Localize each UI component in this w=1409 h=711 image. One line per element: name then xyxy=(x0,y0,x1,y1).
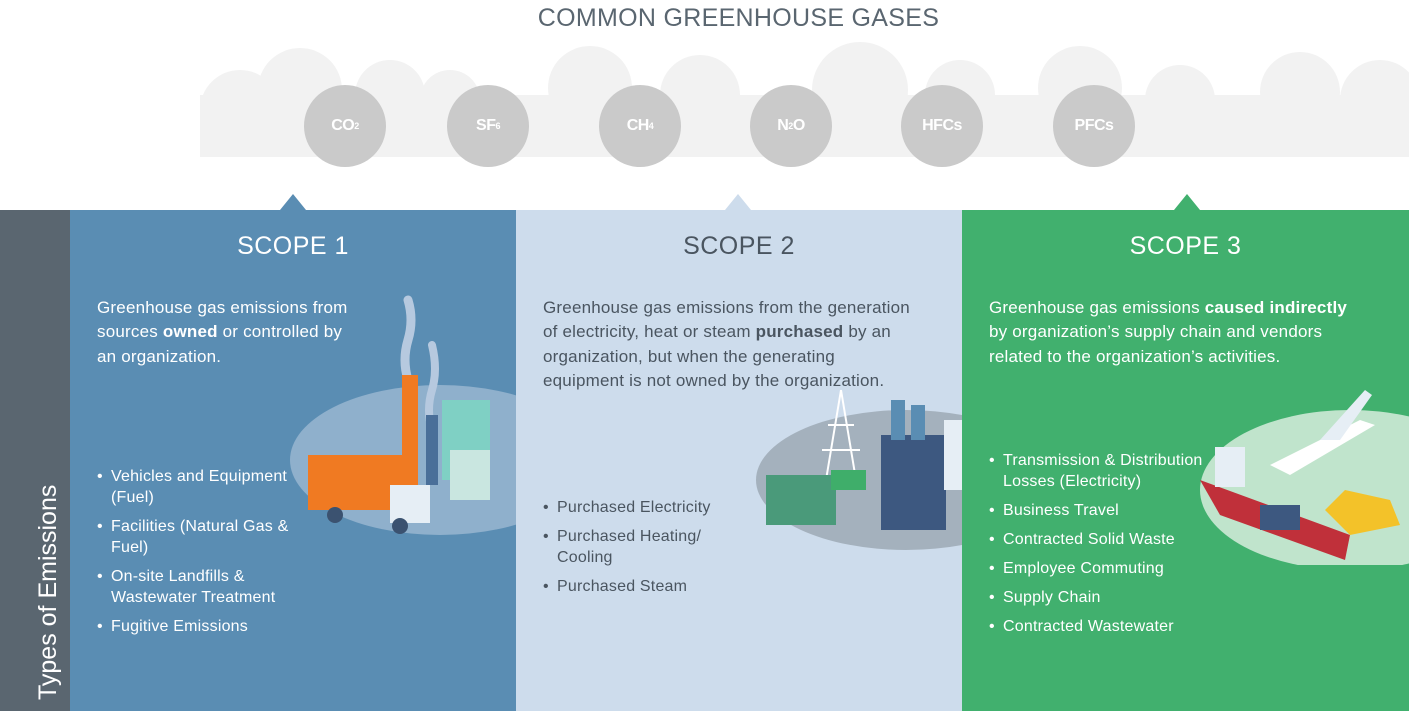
gas-subscript: 2 xyxy=(354,121,359,131)
description-text: Greenhouse gas emissions from sources xyxy=(97,298,348,342)
list-item: Fugitive Emissions xyxy=(97,616,317,637)
page-title: COMMON GREENHOUSE GASES xyxy=(537,4,940,32)
list-item: On-site Landfills & Wastewater Treatment xyxy=(97,566,317,608)
list-item: Business Travel xyxy=(989,500,1219,521)
list-item: Transmission & Distribution Losses (Elec… xyxy=(989,450,1219,492)
scope3-pointer xyxy=(1174,194,1200,210)
list-item: Employee Commuting xyxy=(989,558,1219,579)
power-plant-illustration xyxy=(756,389,962,550)
scope1-title: SCOPE 1 xyxy=(237,232,349,260)
list-item: Facilities (Natural Gas & Fuel) xyxy=(97,516,317,558)
scope2-panel: SCOPE 2 Greenhouse gas emissions from th… xyxy=(516,210,962,711)
scope1-list: Vehicles and Equipment (Fuel) Facilities … xyxy=(97,466,317,645)
scope3-list: Transmission & Distribution Losses (Elec… xyxy=(989,450,1219,645)
list-item: Purchased Electricity xyxy=(543,497,743,518)
description-text: by organization’s supply chain and vendo… xyxy=(989,322,1323,366)
gas-formula: CH xyxy=(626,117,650,134)
gas-4: HFCs xyxy=(901,85,983,167)
list-item: Purchased Heating/ Cooling xyxy=(543,526,743,568)
list-item: Purchased Steam xyxy=(543,576,743,597)
scope2-title: SCOPE 2 xyxy=(683,232,795,260)
scope1-description: Greenhouse gas emissions from sources ow… xyxy=(97,296,357,369)
scope3-description: Greenhouse gas emissions caused indirect… xyxy=(989,296,1369,369)
scope2-description: Greenhouse gas emissions from the genera… xyxy=(543,296,913,393)
gas-formula-tail: O xyxy=(792,117,805,134)
list-item: Vehicles and Equipment (Fuel) xyxy=(97,466,317,508)
gas-subscript: 4 xyxy=(648,121,654,131)
list-item: Contracted Wastewater xyxy=(989,616,1219,637)
scope2-list: Purchased ElectricityPurchased Heating/ … xyxy=(543,497,743,605)
gas-formula: SF xyxy=(476,117,496,134)
scope3-title: SCOPE 3 xyxy=(1129,232,1242,260)
gas-formula: PFCs xyxy=(1074,117,1114,134)
description-text: or controlled by an organization. xyxy=(97,322,343,366)
emphasis-text: purchased xyxy=(755,322,844,342)
scope3-panel: SCOPE 3 Greenhouse gas emissions caused … xyxy=(962,210,1409,711)
gas-subscript: 6 xyxy=(495,121,500,131)
list-item: Supply Chain xyxy=(989,587,1219,608)
description-text: Greenhouse gas emissions xyxy=(989,298,1205,317)
emphasis-text: owned xyxy=(162,322,218,342)
scope2-pointer xyxy=(725,194,751,210)
types-of-emissions-sidebar: Types of Emissions xyxy=(0,210,70,711)
emphasis-text: caused indirectly xyxy=(1204,298,1348,317)
transport-illustration xyxy=(1200,390,1409,565)
gas-formula: N xyxy=(777,117,789,134)
gas-formula: CO xyxy=(331,117,355,134)
description-text: by an organization, but when the generat… xyxy=(543,322,891,390)
scope1-pointer xyxy=(280,194,306,210)
gas-subscript: 2 xyxy=(788,121,793,131)
factory-truck-illustration xyxy=(290,295,516,535)
gas-5: PFCs xyxy=(1053,85,1135,167)
scope1-panel: SCOPE 1 Greenhouse gas emissions from so… xyxy=(70,210,516,711)
list-item: Contracted Solid Waste xyxy=(989,529,1219,550)
description-text: Greenhouse gas emissions from the genera… xyxy=(543,298,910,342)
sidebar-label: Types of Emissions xyxy=(34,484,62,700)
gas-formula: HFCs xyxy=(922,117,962,134)
